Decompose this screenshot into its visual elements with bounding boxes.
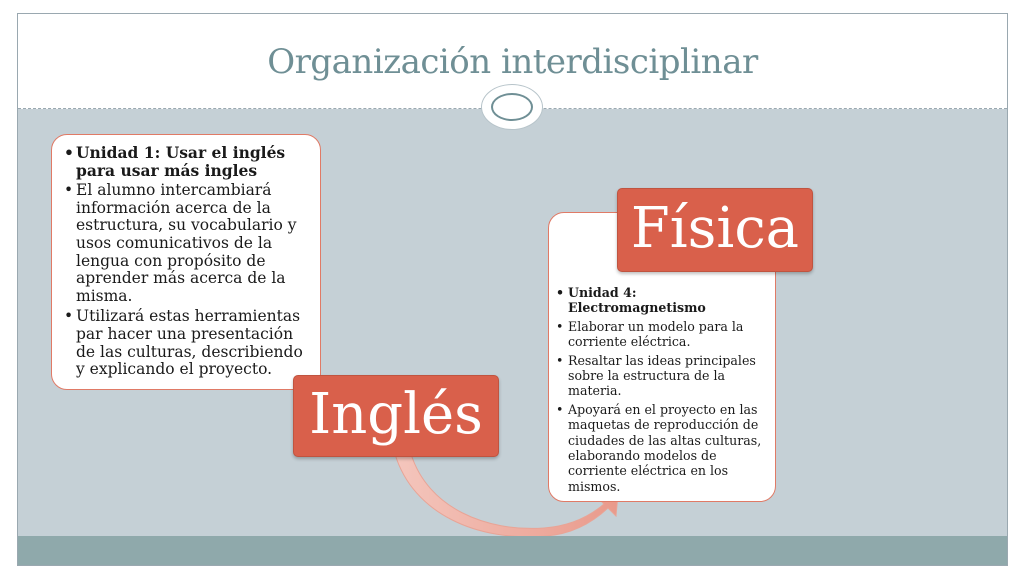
fisica-bullet-2: Elaborar un modelo para la corriente elé…: [556, 319, 769, 350]
ingles-bullet-1: Unidad 1: Usar el inglés para usar más i…: [64, 144, 308, 179]
ingles-content-box: Unidad 1: Usar el inglés para usar más i…: [51, 134, 321, 390]
slide: Organización interdisciplinar Unidad 1: …: [17, 13, 1008, 566]
title-ornament: [481, 84, 543, 130]
footer-band: [18, 536, 1007, 565]
ornament-ring: [491, 93, 533, 121]
fisica-bullet-3: Resaltar las ideas principales sobre la …: [556, 353, 769, 399]
ingles-bullet-3: Utilizará estas herramientas par hacer u…: [64, 307, 308, 378]
ingles-label: Inglés: [293, 375, 499, 457]
ingles-bullet-2: El alumno intercambiará información acer…: [64, 181, 308, 305]
fisica-bullet-4: Apoyará en el proyecto en las maquetas d…: [556, 402, 769, 494]
fisica-label: Física: [617, 188, 813, 272]
slide-title: Organización interdisciplinar: [267, 42, 758, 82]
fisica-bullet-1: Unidad 4: Electromagnetismo: [556, 285, 769, 316]
